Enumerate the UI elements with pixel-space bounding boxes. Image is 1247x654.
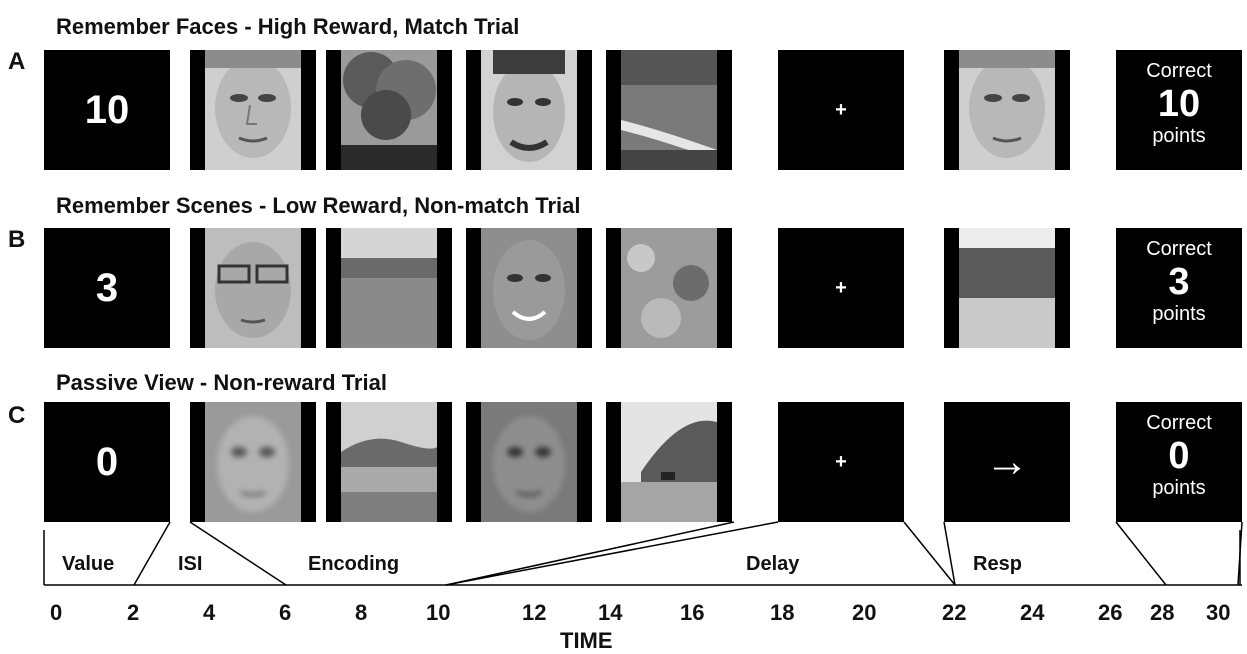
tick-label: 4 bbox=[203, 600, 216, 625]
isi-connector bbox=[189, 521, 287, 586]
tick-label: 16 bbox=[680, 600, 705, 625]
feedback-c: Correct 0 points bbox=[1116, 402, 1242, 522]
tick-label: 26 bbox=[1098, 600, 1123, 625]
face-photo bbox=[205, 402, 301, 522]
delay-fixation-c: + bbox=[778, 402, 904, 522]
scene-photo bbox=[341, 402, 437, 522]
fixation-cross-icon: + bbox=[835, 98, 847, 121]
tick-label: 20 bbox=[852, 600, 877, 625]
phase-label-resp: Resp bbox=[973, 553, 1022, 575]
phase-label-delay: Delay bbox=[746, 553, 800, 575]
row-title-c: Passive View - Non-reward Trial bbox=[56, 370, 387, 395]
value-connector bbox=[133, 521, 171, 586]
fixation-cross-icon: + bbox=[835, 450, 847, 473]
face-photo bbox=[481, 228, 577, 348]
face-photo bbox=[481, 50, 577, 170]
feedback-label: Correct bbox=[1146, 238, 1212, 260]
face-photo bbox=[205, 50, 301, 170]
tick-label: 2 bbox=[127, 600, 140, 625]
scene-photo bbox=[341, 50, 437, 170]
feedback-unit: points bbox=[1152, 125, 1206, 147]
scene-image-2-a bbox=[606, 50, 732, 170]
axis-title: TIME bbox=[560, 628, 613, 653]
tick-label: 18 bbox=[770, 600, 795, 625]
feedback-end-connector bbox=[1237, 521, 1243, 586]
face-photo bbox=[481, 402, 577, 522]
row-title-a: Remember Faces - High Reward, Match Tria… bbox=[56, 14, 520, 39]
fixation-cross-icon: + bbox=[835, 276, 847, 299]
value-number: 10 bbox=[84, 87, 130, 132]
delay-end-connector bbox=[903, 521, 956, 586]
tick-label: 0 bbox=[50, 600, 63, 625]
scene-image-1-c bbox=[326, 402, 452, 522]
delay-start-connector bbox=[445, 521, 779, 586]
scene-image-1-b bbox=[326, 228, 452, 348]
row-letter-c: C bbox=[8, 402, 26, 429]
row-title-b: Remember Scenes - Low Reward, Non-match … bbox=[56, 193, 581, 218]
tick-label: 28 bbox=[1150, 600, 1175, 625]
tick-label: 24 bbox=[1020, 600, 1045, 625]
scene-image-2-c bbox=[606, 402, 732, 522]
tick-label: 30 bbox=[1206, 600, 1231, 625]
face-image-1-a bbox=[190, 50, 316, 170]
face-photo bbox=[959, 50, 1055, 170]
face-image-2-c bbox=[466, 402, 592, 522]
value-number: 0 bbox=[95, 439, 119, 484]
scene-photo bbox=[621, 402, 717, 522]
tick-label: 12 bbox=[522, 600, 547, 625]
feedback-points: 10 bbox=[1157, 83, 1201, 125]
feedback-points: 3 bbox=[1168, 261, 1190, 303]
feedback-label: Correct bbox=[1146, 412, 1212, 434]
probe-image-a bbox=[944, 50, 1070, 170]
feedback-unit: points bbox=[1152, 477, 1206, 499]
face-image-2-a bbox=[466, 50, 592, 170]
phase-label-encoding: Encoding bbox=[308, 553, 400, 575]
feedback-unit: points bbox=[1152, 303, 1206, 325]
row-letter-b: B bbox=[8, 226, 26, 253]
scene-photo bbox=[341, 228, 437, 348]
feedback-label: Correct bbox=[1146, 60, 1212, 82]
row-letter-a: A bbox=[8, 48, 26, 75]
arrow-right-icon: → bbox=[985, 437, 1029, 486]
tick-label: 14 bbox=[598, 600, 623, 625]
delay-fixation-b: + bbox=[778, 228, 904, 348]
feedback-start-connector bbox=[1115, 521, 1167, 586]
value-cue-a: 10 bbox=[44, 50, 170, 170]
tick-label: 8 bbox=[355, 600, 368, 625]
scene-photo bbox=[959, 228, 1055, 348]
value-number: 3 bbox=[95, 265, 119, 310]
tick-label: 10 bbox=[426, 600, 451, 625]
face-photo bbox=[205, 228, 301, 348]
tick-label: 22 bbox=[942, 600, 967, 625]
value-cue-b: 3 bbox=[44, 228, 170, 348]
scene-image-2-b bbox=[606, 228, 732, 348]
feedback-a: Correct 10 points bbox=[1116, 50, 1242, 170]
scene-photo bbox=[621, 50, 717, 170]
face-image-2-b bbox=[466, 228, 592, 348]
phase-label-isi: ISI bbox=[178, 553, 203, 575]
resp-start-connector bbox=[943, 521, 956, 586]
face-image-1-b bbox=[190, 228, 316, 348]
feedback-b: Correct 3 points bbox=[1116, 228, 1242, 348]
phase-label-value: Value bbox=[62, 553, 115, 575]
scene-photo bbox=[621, 228, 717, 348]
response-cue-c: → bbox=[944, 402, 1070, 522]
tick-label: 6 bbox=[279, 600, 292, 625]
scene-image-1-a bbox=[326, 50, 452, 170]
probe-image-b bbox=[944, 228, 1070, 348]
value-cue-c: 0 bbox=[44, 402, 170, 522]
encoding-connector bbox=[445, 521, 735, 586]
feedback-points: 0 bbox=[1168, 435, 1190, 477]
delay-fixation-a: + bbox=[778, 50, 904, 170]
face-image-1-c bbox=[190, 402, 316, 522]
